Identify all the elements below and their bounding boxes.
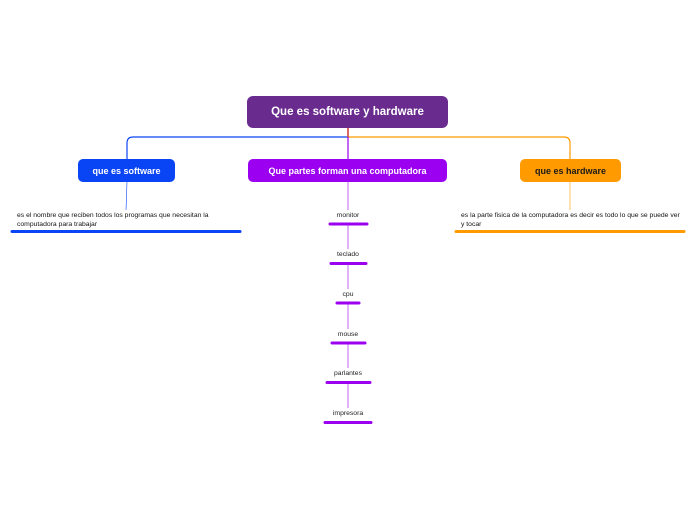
software-description[interactable]: es el nombre que reciben todos los progr… [17,212,209,228]
connector-root-hardware [347,128,571,159]
leaf-mouse[interactable]: mouse [337,331,359,338]
leaf-cpu[interactable]: cpu [342,291,354,298]
leaf-parlantes[interactable]: parlantes [334,370,362,377]
connector-software-desc [125,181,128,211]
central-topic[interactable]: Que es software y hardware [247,96,448,128]
leaf-monitor[interactable]: monitor [336,212,360,219]
parts-chain [323,182,373,424]
leaf-teclado[interactable]: teclado [337,251,359,258]
connector-root-software [126,128,349,159]
branch-hardware[interactable]: que es hardware [520,159,621,182]
leaf-impresora[interactable]: impresora [332,410,364,417]
branch-software[interactable]: que es software [78,159,175,182]
branch-parts[interactable]: Que partes forman una computadora [248,159,447,182]
hardware-description[interactable]: es la parte fisica de la computadora es … [461,212,680,228]
